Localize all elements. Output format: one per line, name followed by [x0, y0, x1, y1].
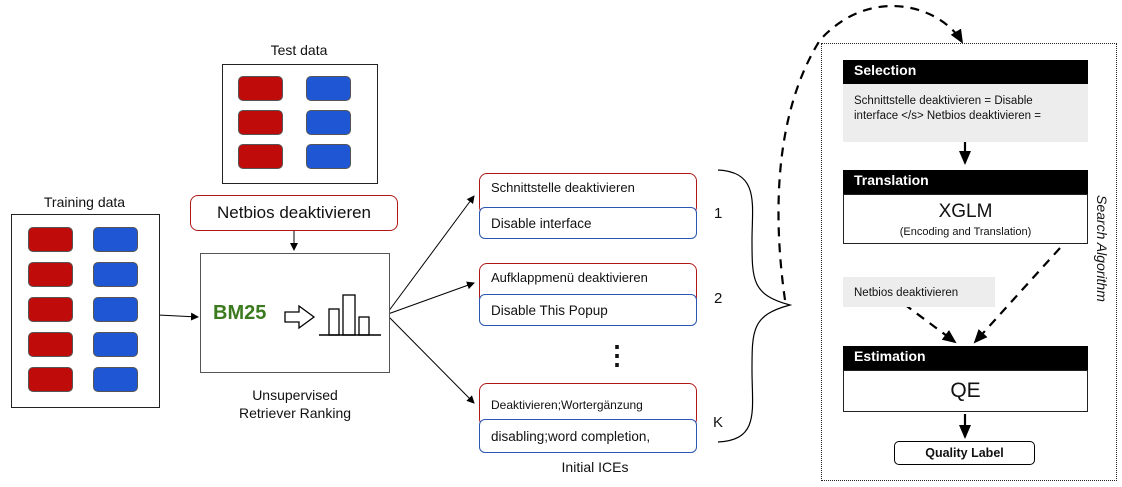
test-data-blue-cell	[306, 76, 351, 101]
training-data-blue-cell	[93, 227, 138, 252]
test-data-label: Test data	[270, 42, 328, 58]
training-data-red-cell	[28, 332, 73, 357]
selection-prompt-line2: interface </s> Netbios deaktivieren =	[854, 110, 1041, 122]
retriever-to-ice1-arrow	[387, 195, 475, 313]
translation-box: XGLM (Encoding and Translation)	[843, 194, 1088, 244]
training-data-label: Training data	[43, 194, 126, 210]
retriever-to-ice2-arrow	[387, 281, 475, 315]
bm25-label: BM25	[213, 302, 267, 324]
search-query-text: Netbios deaktivieren	[843, 277, 995, 307]
test-data-red-cell	[238, 110, 283, 135]
training-data-red-cell	[28, 297, 73, 322]
ice-target: disabling;word completion,	[479, 419, 697, 453]
ices-caption: Initial ICEs	[561, 459, 629, 475]
bar-chart-icon	[319, 294, 381, 336]
translation-header: Translation	[843, 170, 1088, 194]
ice-target: Disable This Popup	[479, 294, 697, 326]
ice-ellipsis: ⋮	[604, 340, 630, 370]
search-algorithm-label: Search Algorithm	[1094, 195, 1110, 302]
brace-to-search-dashed-arrow	[777, 4, 964, 301]
estimation-box: QE	[843, 370, 1088, 412]
test-data-red-cell	[238, 144, 283, 169]
selection-prompt: Schnittstelle deaktivieren = Disable int…	[843, 84, 1088, 142]
training-data-box	[11, 214, 160, 408]
retriever-to-iceK-arrow	[387, 315, 475, 404]
estimation-header: Estimation	[843, 346, 1088, 370]
search-algorithm-frame	[821, 43, 1117, 481]
quality-label-box: Quality Label	[894, 441, 1035, 465]
retriever-caption-line1: Unsupervised	[252, 387, 338, 403]
test-data-blue-cell	[306, 144, 351, 169]
selection-header: Selection	[843, 60, 1088, 84]
query-to-estimation-dashed-arrow	[903, 303, 957, 344]
training-data-red-cell	[28, 367, 73, 392]
retriever-caption-line2: Retriever Ranking	[238, 405, 352, 421]
training-data-blue-cell	[93, 262, 138, 287]
training-data-blue-cell	[93, 332, 138, 357]
right-arrow-icon	[284, 304, 316, 330]
training-data-blue-cell	[93, 297, 138, 322]
training-to-retriever-arrow	[157, 312, 199, 321]
ice-target: Disable interface	[479, 207, 697, 239]
ice-rank: K	[713, 414, 724, 431]
translation-to-estimation-dashed-arrow	[973, 247, 1061, 344]
retriever-caption: Unsupervised Retriever Ranking	[205, 386, 385, 422]
estimation-model: QE	[950, 379, 981, 402]
ice-rank: 2	[714, 290, 723, 307]
selection-prompt-line1: Schnittstelle deaktivieren = Disable	[854, 95, 1033, 107]
translation-model: XGLM	[938, 201, 993, 222]
test-data-box	[222, 64, 378, 184]
test-data-blue-cell	[306, 110, 351, 135]
translation-subtitle: (Encoding and Translation)	[899, 226, 1032, 238]
ice-brace	[717, 169, 793, 443]
ice-rank: 1	[714, 205, 723, 222]
training-data-red-cell	[28, 227, 73, 252]
retriever-box: BM25	[200, 253, 390, 373]
test-data-red-cell	[238, 76, 283, 101]
query-box: Netbios deaktivieren	[190, 195, 398, 231]
training-data-blue-cell	[93, 367, 138, 392]
training-data-red-cell	[28, 262, 73, 287]
